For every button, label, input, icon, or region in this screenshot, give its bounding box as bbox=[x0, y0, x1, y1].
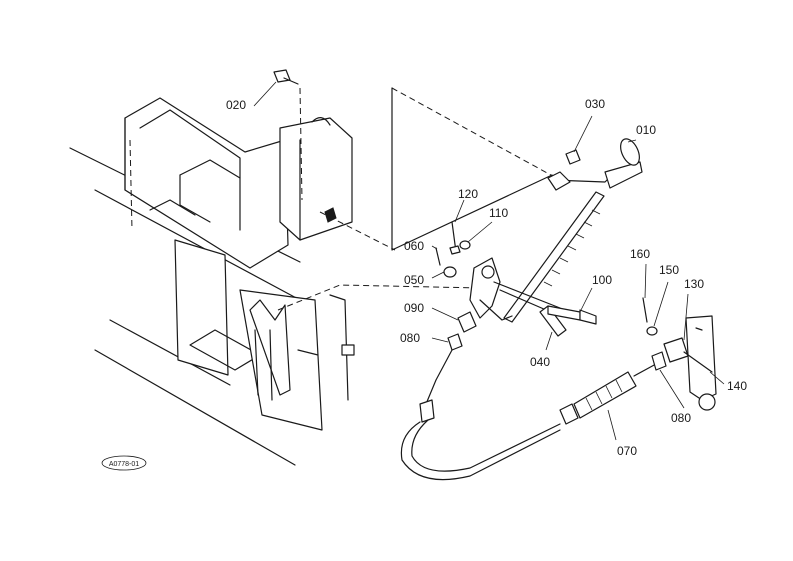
washer-050 bbox=[443, 266, 457, 278]
label-160: 160 bbox=[630, 247, 650, 261]
pin-140 bbox=[683, 351, 713, 373]
bolt-020 bbox=[273, 69, 299, 85]
label-060: 060 bbox=[404, 239, 424, 253]
label-150: 150 bbox=[659, 263, 679, 277]
clevis-080-left bbox=[447, 333, 463, 351]
label-080-left: 080 bbox=[400, 331, 420, 345]
label-120: 120 bbox=[458, 187, 478, 201]
frame-housing bbox=[69, 87, 481, 466]
pedal-arm-010 bbox=[503, 138, 643, 323]
label-090: 090 bbox=[404, 301, 424, 315]
washer-110 bbox=[459, 240, 471, 250]
cable-070 bbox=[400, 349, 657, 481]
connector-090 bbox=[457, 311, 477, 333]
pin-060 bbox=[435, 247, 441, 266]
label-070: 070 bbox=[617, 444, 637, 458]
label-140: 140 bbox=[727, 379, 747, 393]
connector-right bbox=[663, 337, 689, 363]
label-040: 040 bbox=[530, 355, 550, 369]
drawing-code-tag: A0778-01 bbox=[101, 455, 147, 471]
leader-lines bbox=[253, 81, 725, 441]
nut-030 bbox=[565, 149, 581, 165]
label-080-right: 080 bbox=[671, 411, 691, 425]
pin-160 bbox=[642, 297, 648, 323]
pin-120 bbox=[449, 221, 461, 255]
label-050: 050 bbox=[404, 273, 424, 287]
label-010: 010 bbox=[636, 123, 656, 137]
bracket-130 bbox=[685, 315, 717, 411]
washer-150 bbox=[646, 326, 658, 336]
part-labels: 010 020 030 040 050 060 070 080 080 090 … bbox=[226, 97, 747, 458]
pin-040 bbox=[539, 305, 567, 337]
bolt-100 bbox=[547, 305, 597, 325]
clevis-080-right bbox=[651, 351, 667, 371]
label-030: 030 bbox=[585, 97, 605, 111]
label-130: 130 bbox=[684, 277, 704, 291]
label-110: 110 bbox=[489, 206, 508, 220]
label-100: 100 bbox=[592, 273, 612, 287]
label-020: 020 bbox=[226, 98, 246, 112]
mounting-plane bbox=[391, 87, 553, 251]
drawing-code: A0778-01 bbox=[109, 461, 139, 468]
